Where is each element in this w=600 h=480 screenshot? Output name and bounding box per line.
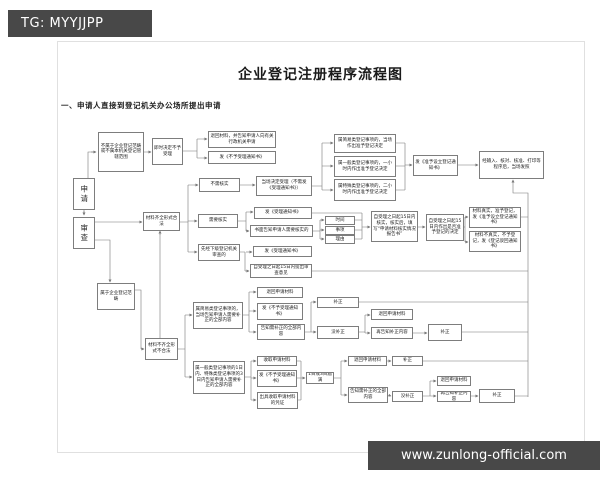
section-heading: 一、申请人直接到登记机关办公场所提出申请 [61, 101, 221, 110]
flow-node-return-inform-authority: 退回材料，并告知申请人向有关行政机关申请 [208, 131, 276, 148]
flow-node-decide-in-15: 自受理之日起15日内作出是否准予登记的决定 [426, 214, 464, 241]
flow-node-verify-matter: 事项 [325, 226, 355, 235]
flow-node-review: 审查 [73, 217, 95, 249]
flow-node-no-verify: 不需核实 [199, 178, 240, 192]
flow-node-correct-d: 补正 [479, 389, 515, 403]
flow-node-notice-accept-b: 发《受理通知书》 [253, 246, 312, 257]
flow-node-return-app-a: 退回申请材料 [257, 287, 303, 298]
flow-node-apply: 申请 [73, 178, 95, 210]
flow-node-review-opinion: 自受理之日起15日内提出审查意见 [250, 264, 312, 278]
flow-node-deadline-expire: 1日或3日届满 [306, 372, 334, 384]
flow-node-correct-b: 补正 [428, 324, 462, 341]
flow-node-correct-c: 补正 [392, 356, 423, 366]
flow-node-special-approve: 属特殊类登记事项的，二小时内作出准予登记决定 [334, 179, 396, 201]
flow-node-accept-onspot: 当场决定受理（不需发《受理通知书》） [256, 176, 312, 196]
flow-node-general-inform-correct: 属一般类登记事项的1日内、特殊类登记事项的3日内告知申请人需要补正的全部内容 [193, 361, 245, 394]
flow-node-no-correct-a: 没补正 [317, 326, 359, 339]
flow-node-true-approve: 材料真实，准予登记，发《准予设立登记通知书》 [469, 207, 521, 228]
flow-node-verify-time: 时间 [325, 216, 355, 225]
flow-node-false-reject: 材料不真实，不予登记，发《登记驳回通知书》 [469, 231, 521, 252]
flow-node-verify-reason: 理由 [325, 235, 355, 244]
watermark-site-bar: www.zunlong-official.com [368, 441, 600, 470]
flow-node-materials-complete: 材料齐全形式合法 [143, 212, 180, 231]
watermark-tag-text: TG: MYYJJPP [21, 16, 104, 31]
flow-node-inform-correct-b: 告知需补正的全部内容 [348, 387, 388, 403]
flow-node-receive-materials: 收取申请材料 [257, 356, 297, 366]
flow-node-return-app-d: 退回申请材料 [437, 376, 471, 386]
flow-node-simple-approve: 属简易类登记事项的，当场作出准予登记决定 [334, 134, 396, 153]
flow-node-issue-license: 经输入、核对、核准、打印等程序后，当场发照 [479, 151, 544, 179]
flow-node-need-verify: 需要核实 [198, 214, 238, 228]
flow-node-not-in-scope: 不属于企业登记范畴或不属本机关登记管辖范围 [98, 132, 144, 172]
flow-node-inform-correct-a: 告知需补正的全部内容 [257, 324, 305, 340]
flow-node-notice-no-accept-b: 发《不予受理通知书》 [257, 303, 303, 320]
flow-node-materials-incomplete: 材料不齐全形式不合法 [145, 338, 178, 360]
flow-node-in-scope: 属于企业登记范畴 [97, 283, 135, 310]
flow-node-receipt-voucher: 出具收取申请材料的凭证 [257, 392, 298, 409]
watermark-site-text: www.zunlong-official.com [401, 448, 567, 463]
flow-node-correct-a: 补正 [317, 297, 359, 308]
flow-node-notice-approve-setup: 发《准予设立登记通知书》 [413, 155, 458, 176]
flow-node-verify-report: 自受理之日起15日内核实，核实后，填写“申请材料核实情况报告书” [371, 211, 418, 242]
flow-node-written-inform: 书面告知申请人需要核实的 [250, 225, 313, 237]
flow-node-simple-inform-correct: 属简易类登记事项的，当场告知申请人需要补正的全部内容 [193, 302, 243, 329]
flow-node-lower-review: 先经下级登记机关审查的 [198, 244, 240, 261]
page-title: 企业登记注册程序流程图 [238, 68, 403, 83]
flow-node-notice-no-accept-c: 发《不予受理通知书》 [257, 370, 297, 387]
flow-node-immediate-no-accept: 即时决定不予受理 [152, 138, 183, 165]
flow-node-notice-accept-a: 发《受理通知书》 [254, 207, 312, 219]
flow-node-reinform-correct-b: 再告知补正内容 [437, 391, 471, 402]
watermark-tag-bar: TG: MYYJJPP [8, 10, 152, 37]
flow-node-notice-no-accept-a: 发《不予受理通知书》 [208, 151, 276, 164]
flow-node-return-app-b: 退回申请材料 [371, 309, 413, 320]
flow-node-general-approve: 属一般类登记事项的，一小时内作出准予登记决定 [334, 156, 396, 177]
flow-node-reinform-correct-a: 再告知补正内容 [371, 327, 413, 339]
flow-node-return-app-c: 退回申请材料 [348, 356, 387, 366]
flow-node-no-correct-b: 没补正 [392, 391, 423, 402]
